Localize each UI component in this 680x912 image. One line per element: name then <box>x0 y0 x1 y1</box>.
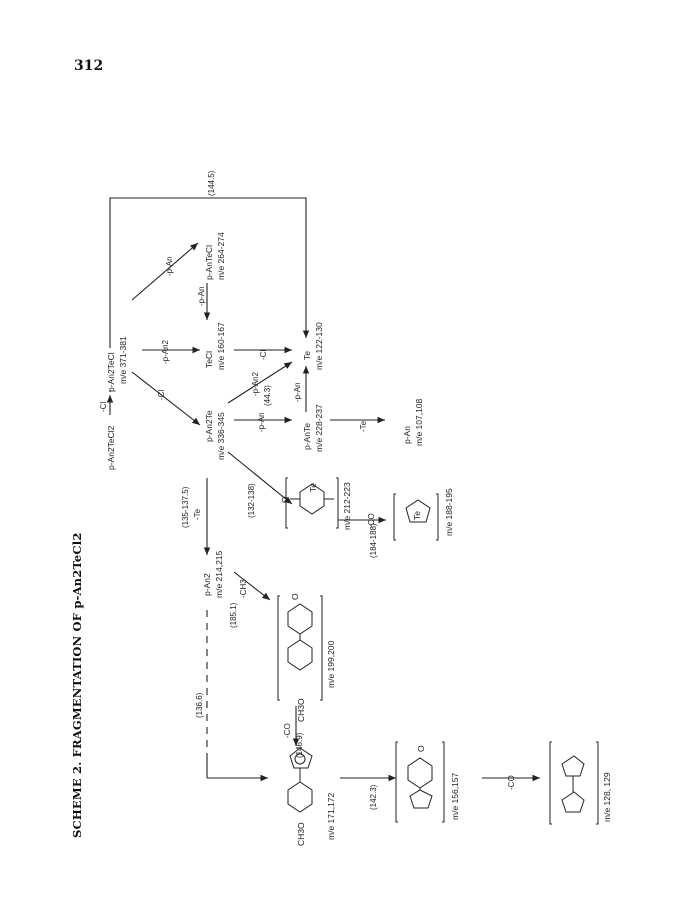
arrow-cl-2 <box>131 371 201 426</box>
atom-te-ring: Te <box>308 483 318 492</box>
metastable-3: (135-137.5) <box>181 486 190 528</box>
top-bracket-line <box>109 197 310 348</box>
mz-antecl2: m/e 264-274 <box>216 232 226 280</box>
metastable-9: (142.3) <box>369 784 378 810</box>
mz-te: m/e 122-130 <box>314 322 324 370</box>
species-antecl2: p-AnTeCl <box>204 245 214 280</box>
loss-co-2: -CO <box>283 723 292 738</box>
atom-o-1: O <box>280 496 290 503</box>
mz-an: m/e 107,108 <box>414 398 424 446</box>
arrow-ch3 <box>233 571 271 601</box>
atom-o-2: O <box>290 593 300 600</box>
loss-an-2: -p-An <box>197 286 206 306</box>
loss-co-3: -CO <box>507 775 516 790</box>
loss-an-4: -p-An <box>293 382 302 402</box>
mz-quinone-te: m/e 212-223 <box>342 482 352 530</box>
mz-ante: m/e 228-237 <box>314 404 324 452</box>
metastable-6: (184-188) <box>369 523 378 558</box>
loss-an-3: -p-An <box>257 412 266 432</box>
page-number: 312 <box>74 58 104 74</box>
fulvene-quinone-ring <box>407 757 433 789</box>
fulvene-five-ring <box>409 789 433 809</box>
biphenyl-ring-1 <box>287 603 313 635</box>
loss-an-1: -p-An <box>165 256 174 276</box>
loss-cl-2: -Cl <box>157 390 166 400</box>
metastable-1: (144.5) <box>207 170 216 196</box>
atom-te-ring2: Te <box>412 511 422 520</box>
loss-an2-1: -p-An2 <box>161 339 170 364</box>
species-parent: p-An2TeCl2 <box>106 425 116 470</box>
metastable-5: (185.1) <box>229 602 238 628</box>
loss-ch3: -CH3 <box>239 579 248 598</box>
biphenyl-ring-2 <box>287 639 313 671</box>
mz-antecl: m/e 371-381 <box>118 336 128 384</box>
metastable-4: (132-138) <box>247 483 256 518</box>
fluorenyl-five-ring <box>289 747 313 769</box>
metastable-7: (136.6) <box>195 692 204 718</box>
bifulvene-ring-2 <box>561 791 585 813</box>
mz-tecl: m/e 160-167 <box>216 322 226 370</box>
fluorenyl-benzene <box>287 781 313 813</box>
mz-fulvene-quinone: m/e 156,157 <box>450 772 460 820</box>
mz-an2: m/e 214,215 <box>214 550 224 598</box>
loss-te-2: -Te <box>359 420 368 432</box>
species-ante: p-AnTe <box>302 423 312 450</box>
loss-cl-1: -Cl <box>99 402 108 412</box>
loss-an2-2: -p-An2 <box>251 371 260 396</box>
bifulvene-ring-1 <box>561 755 585 777</box>
arrow-an2-2 <box>227 361 293 404</box>
labels-layer: p-An2TeCl2 p-An2TeCl m/e 371-381 p-AnTeC… <box>99 170 612 846</box>
loss-cl-3: -Cl <box>259 350 268 360</box>
mz-tellurophene: m/e 188-195 <box>444 488 454 536</box>
label-ch3o: CH3O <box>296 822 306 846</box>
species-antecl: p-An2TeCl <box>106 352 116 392</box>
species-an2te: p-An2Te <box>204 410 214 442</box>
mz-bifulvene: m/e 128, 129 <box>602 772 612 822</box>
mz-fluorenyl: m/e 171,172 <box>326 792 336 840</box>
loss-co-1: -CO <box>367 513 376 528</box>
arrow-quinone <box>227 451 293 505</box>
loss-te-1: -Te <box>193 508 202 520</box>
species-te: Te <box>302 351 312 360</box>
species-an2: p-An2 <box>202 573 212 596</box>
tellurophene-ring <box>405 499 431 523</box>
mz-an2te: m/e 336-345 <box>216 412 226 460</box>
label-ch3o-biphenyl: CH3O <box>296 698 306 722</box>
metastable-2: (44.3) <box>263 385 272 406</box>
scheme-title: SCHEME 2. FRAGMENTATION OF p-An2TeCl2 <box>70 532 84 838</box>
mz-biphenyl: m/e 199,200 <box>326 640 336 688</box>
species-an: p-An <box>402 426 412 444</box>
atom-o-3: O <box>416 745 426 752</box>
species-tecl: TeCl <box>204 351 214 368</box>
arrow-an-1 <box>131 242 199 301</box>
quinone-te-ring <box>299 483 325 515</box>
metastable-8: (146.9) <box>295 732 304 758</box>
